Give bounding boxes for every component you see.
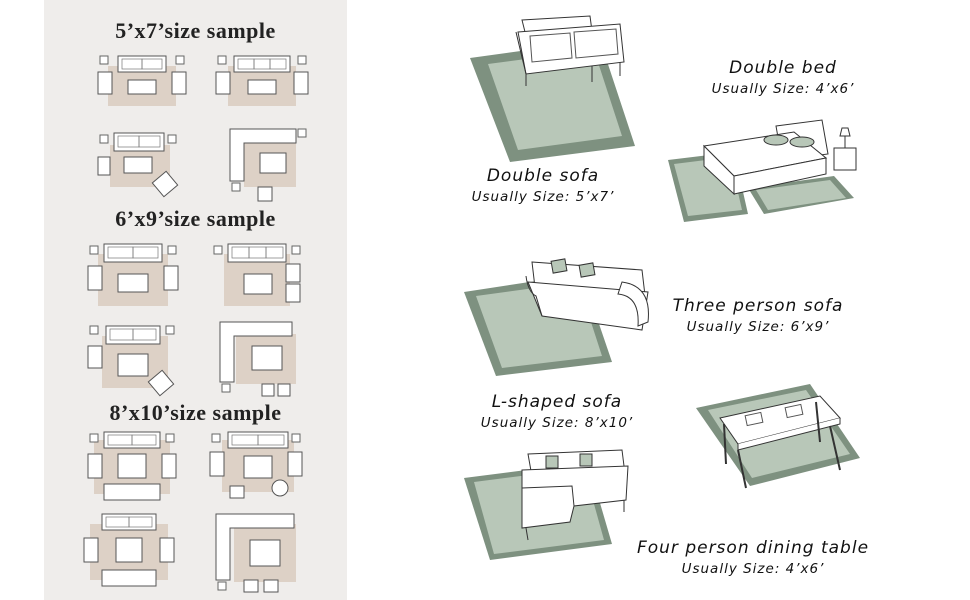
illustration-three-person-sofa: [462, 252, 658, 376]
scene-name: Three person sofa: [672, 296, 844, 316]
layout-thumb-5x7-sofa-chairs-2: [212, 52, 312, 132]
layout-thumb-6x9-l-sofa: [212, 318, 312, 398]
illustration-double-bed: [664, 118, 864, 228]
scene-name: Double bed: [729, 58, 837, 78]
scene-size: Usually Size: 6’x9’: [686, 319, 830, 335]
layout-thumb-6x9-sofa-chairs-2: [208, 240, 308, 320]
section-title-5x7: 5’x7’size sample: [115, 18, 276, 43]
layout-thumb-5x7-l-sofa: [218, 123, 318, 203]
scene-name: Four person dining table: [636, 538, 870, 558]
label-dining-table: Four person dining table Usually Size: 4…: [628, 538, 878, 577]
section-title-8x10: 8’x10’size sample: [109, 400, 282, 425]
layout-thumb-5x7-sofa-chairs: [92, 52, 192, 132]
illustration-double-sofa: [470, 14, 640, 164]
label-double-bed: Double bed Usually Size: 4’x6’: [690, 58, 876, 97]
scene-size: Usually Size: 8’x10’: [480, 415, 634, 431]
layout-thumb-8x10-two-sofas-2: [80, 510, 180, 590]
layout-thumb-8x10-l-sofa: [210, 510, 310, 593]
label-double-sofa: Double sofa Usually Size: 5’x7’: [458, 166, 628, 205]
label-three-person-sofa: Three person sofa Usually Size: 6’x9’: [666, 296, 850, 335]
layout-thumb-8x10-sofa-chairs: [206, 428, 306, 508]
scene-size: Usually Size: 5’x7’: [471, 189, 615, 205]
illustration-l-shaped-sofa: [462, 448, 642, 568]
layout-thumb-5x7-sofa-armchair: [92, 125, 192, 205]
layout-thumb-6x9-sofa-chairs: [84, 240, 184, 320]
scene-name: Double sofa: [486, 166, 600, 186]
section-title-6x9: 6’x9’size sample: [115, 206, 276, 231]
scene-size: Usually Size: 4’x6’: [711, 81, 855, 97]
scene-name: L-shaped sofa: [491, 392, 623, 412]
layout-thumb-8x10-two-sofas: [84, 428, 184, 508]
label-l-shaped-sofa: L-shaped sofa Usually Size: 8’x10’: [462, 392, 652, 431]
size-sample-panel: 5’x7’size sample 6’x9’size sample 8’x10’…: [44, 0, 347, 600]
layout-thumb-6x9-sofa-armchair: [84, 320, 184, 400]
illustration-dining-table: [690, 378, 876, 528]
scene-size: Usually Size: 4’x6’: [681, 561, 825, 577]
